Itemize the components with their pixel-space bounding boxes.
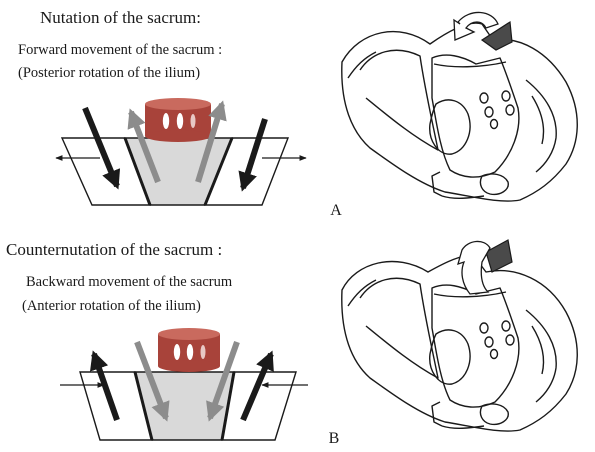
pelvis-illustration-a	[342, 23, 577, 201]
pelvis-illustration-b	[342, 256, 577, 431]
schematic-a	[56, 98, 306, 205]
schematic-b	[60, 328, 308, 440]
weight-cylinder	[158, 328, 220, 372]
weight-cylinder	[145, 98, 211, 142]
